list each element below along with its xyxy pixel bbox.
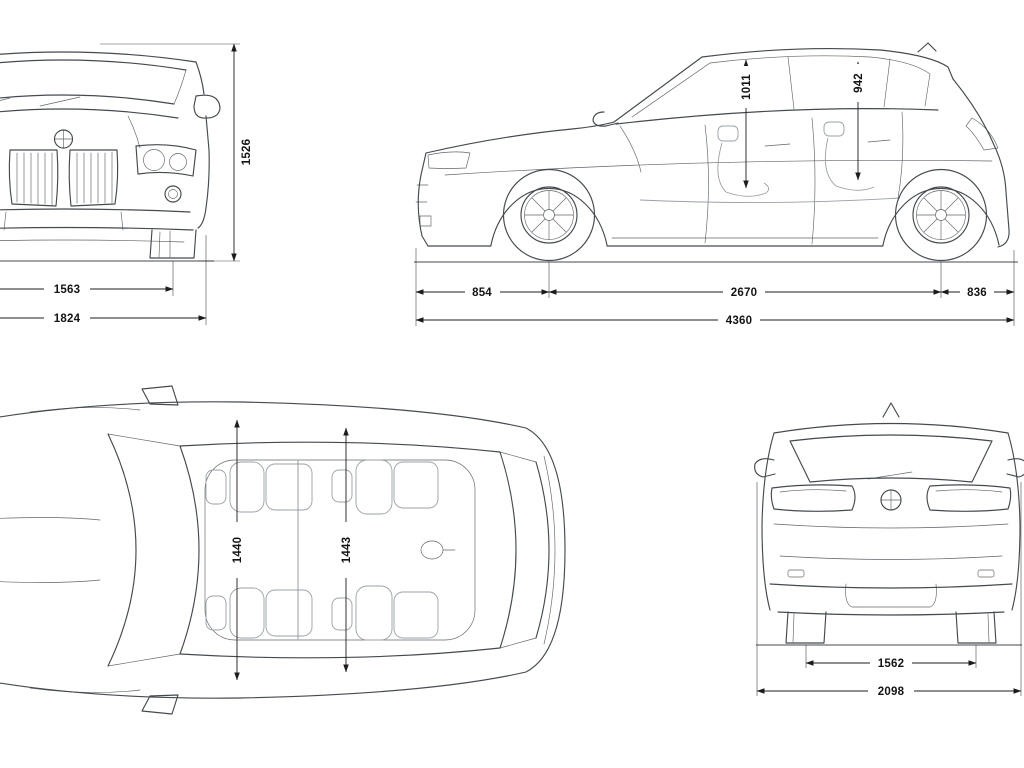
rear-car-outline [754,402,1024,616]
rear-window [789,434,993,483]
taillight-right [926,484,1012,512]
headroom-front-label: 1011 [741,74,753,100]
headlight-right [135,144,197,177]
side-interior-seats [639,121,901,204]
rear-track-dimension: 1562 [805,645,977,670]
interior-width-rear-label: 1443 [341,537,353,563]
length-label: 4360 [726,315,752,327]
shark-fin-rear [882,402,900,418]
roof-antenna-top [420,540,444,560]
mirror-side [592,111,619,127]
front-wheel-right [149,229,197,259]
kidney-grille [8,149,119,207]
front-view: 1526 1563 1824 [0,43,253,325]
taillight-left [770,484,856,512]
front-track-label: 1563 [54,284,80,296]
rear-width-dimension: 2098 [756,482,1022,698]
headlight-side [427,151,471,169]
side-car-outline [415,42,1010,248]
rear-overhang-label: 836 [967,287,987,299]
interior-width-rear-dimension: 1443 [339,427,353,673]
top-car-outline [0,385,566,715]
shark-fin-side [917,42,937,53]
mirror-rear-left [754,458,776,478]
rear-wiper [867,471,913,480]
sunroof [204,459,476,641]
length-dimensions: 854 2670 836 4360 [415,248,1015,327]
headroom-rear-label: 942 [853,73,865,93]
bmw-roundel-rear-icon [880,489,902,511]
front-track-dimension: 1563 [0,261,174,296]
rear-wheel-right [955,611,997,644]
front-overhang-label: 854 [472,287,492,299]
top-interior-seats [205,459,439,641]
front-bumper [0,208,194,243]
rear-diffuser [845,583,937,608]
interior-width-front-dimension: 1440 [230,419,244,681]
headroom-rear-dimension: 942 [851,61,865,181]
taillight-side [965,117,999,151]
mirror-top-left [141,385,179,406]
bmw-roundel-front-icon [53,129,74,149]
mirror-rear-right [1006,458,1024,478]
height-dimension: 1526 [100,43,253,262]
rear-wheel [894,168,988,262]
front-width-dimension: 1824 [0,235,207,325]
front-width-label: 1824 [54,313,81,325]
rear-wheel-left [785,611,827,644]
height-label: 1526 [241,139,253,165]
mirror-right [193,94,221,119]
wheelbase-label: 2670 [731,287,757,299]
front-wheel-arch [490,187,608,246]
interior-width-front-label: 1440 [232,537,244,563]
headroom-front-dimension: 1011 [739,59,753,189]
rear-width-label: 2098 [878,686,905,698]
front-car-outline [0,51,221,229]
rear-wheel-arch [882,187,1000,246]
side-view: 1011 942 854 2670 836 4360 [414,42,1018,327]
front-wheel [502,168,596,262]
fog-light-right [164,185,182,203]
mirror-top-right [141,694,179,715]
top-view: 1440 1443 [0,385,566,715]
rear-track-label: 1562 [878,658,904,670]
rear-view: 1562 2098 [754,402,1024,698]
